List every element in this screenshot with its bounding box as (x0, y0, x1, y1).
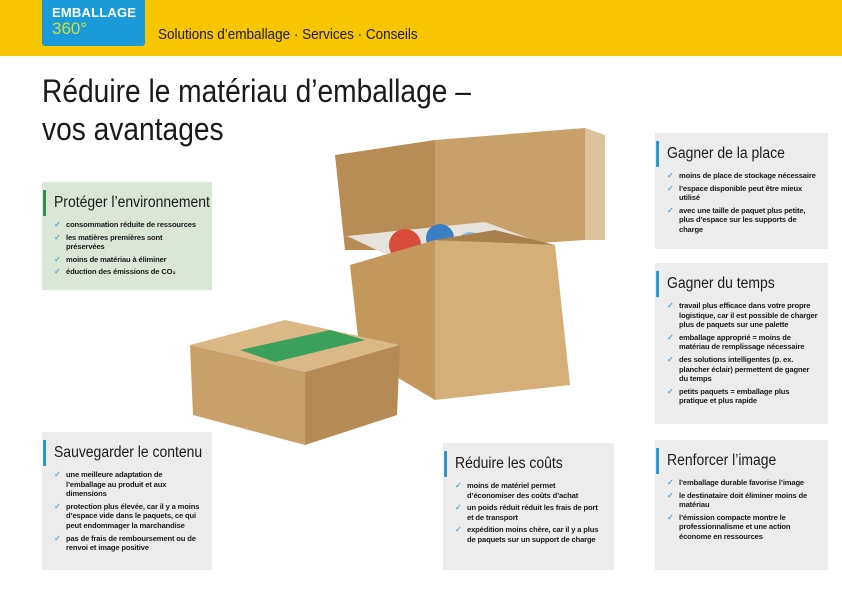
list-item: ✓ moins de matériel permet d’économiser d… (455, 481, 604, 500)
item-text: moins de matériau à éliminer (66, 254, 167, 264)
list-item: ✓ moins de matériau à éliminer (54, 255, 202, 265)
tagline: Solutions d’emballage · Services · Conse… (158, 26, 418, 43)
check-icon: ✓ (667, 478, 674, 487)
box-title: Protéger l’environnement (43, 190, 210, 216)
list-item: ✓ avec une taille de paquet plus petite, … (667, 206, 818, 235)
box-reduire-couts: Réduire les coûts ✓ moins de matériel per… (443, 443, 614, 570)
list-item: ✓ emballage approprié = moins de matériau… (667, 333, 818, 352)
check-icon: ✓ (54, 220, 61, 229)
check-icon: ✓ (667, 301, 674, 310)
list-item: ✓ le destinataire doit éliminer moins de … (667, 491, 818, 510)
list-item: ✓ travail plus efficace dans votre propre… (667, 301, 818, 330)
item-text: travail plus efficace dans votre propre … (679, 301, 818, 330)
list-item: ✓ l’émission compacte montre le professio… (667, 513, 818, 542)
box-title: Sauvegarder le contenu (43, 440, 203, 466)
box-title: Gagner de la place (656, 141, 803, 167)
check-icon: ✓ (455, 503, 462, 513)
logo: EMBALLAGE 360° (42, 0, 145, 46)
item-text: emballage approprié = moins de matériau … (679, 332, 805, 352)
header-bar: EMBALLAGE 360° Solutions d’emballage · S… (0, 0, 842, 56)
check-icon: ✓ (667, 171, 674, 180)
item-text: une meilleure adaptation de l’emballage … (66, 470, 167, 499)
check-icon: ✓ (54, 470, 61, 479)
box-renforcer-image: Renforcer l’image ✓ l’emballage durable f… (655, 440, 828, 570)
item-text: les matières premières sont préservées (66, 232, 163, 252)
check-icon: ✓ (455, 525, 462, 535)
check-icon: ✓ (667, 205, 674, 215)
box-sauvegarder-contenu: Sauvegarder le contenu ✓ une meilleure ad… (42, 432, 212, 570)
list-item: ✓ petits paquets = emballage plus pratiqu… (667, 387, 818, 406)
item-text: moins de place de stockage nécessaire (679, 171, 816, 180)
item-text: l’espace disponible peut être mieux util… (679, 183, 803, 203)
list-item: ✓ moins de place de stockage nécessaire (667, 171, 818, 181)
title-line-1: Réduire le matériau d’emballage – (42, 73, 471, 109)
check-icon: ✓ (667, 183, 674, 193)
box-title: Renforcer l’image (656, 448, 803, 474)
list-item: ✓ protection plus élevée, car il y a moin… (54, 502, 202, 531)
check-icon: ✓ (667, 332, 674, 342)
check-icon: ✓ (667, 512, 674, 522)
box-gagner-temps: Gagner du temps ✓ travail plus efficace d… (655, 263, 828, 424)
check-icon: ✓ (54, 232, 61, 242)
title-line-2: vos avantages (42, 111, 224, 147)
list-item: ✓ pas de frais de remboursement ou de ren… (54, 534, 202, 553)
cardboard-boxes-illustration (190, 128, 605, 445)
logo-text: EMBALLAGE (52, 5, 137, 20)
check-icon: ✓ (667, 490, 674, 500)
item-text: avec une taille de paquet plus petite, p… (679, 205, 806, 234)
list-item: ✓ des solutions intelligentes (p. ex. pla… (667, 355, 818, 384)
list-item: ✓ expédition moins chère, car il y a plus… (455, 525, 604, 544)
item-text: pas de frais de remboursement ou de renv… (66, 533, 196, 553)
check-icon: ✓ (455, 481, 462, 490)
item-text: éduction des émissions de CO₂ (66, 267, 176, 277)
list-item: ✓ les matières premières sont préservées (54, 233, 202, 252)
box-gagner-place: Gagner de la place ✓ moins de place de st… (655, 133, 828, 249)
check-icon: ✓ (54, 501, 61, 511)
item-text: l’émission compacte montre le profession… (679, 512, 791, 541)
logo-number: 360° (52, 19, 88, 38)
item-text: des solutions intelligentes (p. ex. plan… (679, 354, 810, 384)
item-text: l’emballage durable favorise l’image (679, 478, 805, 487)
list-item: ✓ l’emballage durable favorise l’image (667, 478, 818, 488)
check-icon: ✓ (54, 533, 61, 543)
item-text: le destinataire doit éliminer moins de m… (679, 490, 808, 510)
item-text: un poids réduit réduit les frais de port… (467, 503, 598, 522)
list-item: ✓ l’espace disponible peut être mieux uti… (667, 184, 818, 203)
check-icon: ✓ (54, 267, 61, 277)
box-title: Réduire les coûts (444, 451, 589, 477)
list-item: ✓ éduction des émissions de CO₂ (54, 267, 202, 277)
item-text: consommation réduite de ressources (66, 220, 196, 229)
list-item: ✓ un poids réduit réduit les frais de por… (455, 503, 604, 522)
page-title: Réduire le matériau d’emballage – vos av… (42, 72, 471, 148)
item-text: moins de matériel permet d’économiser de… (467, 481, 579, 500)
box-title: Gagner du temps (656, 271, 803, 297)
check-icon: ✓ (667, 354, 674, 364)
list-item: ✓ consommation réduite de ressources (54, 220, 202, 230)
item-text: protection plus élevée, car il y a moins… (66, 501, 200, 530)
check-icon: ✓ (54, 254, 61, 264)
item-text: petits paquets = emballage plus pratique… (679, 386, 790, 406)
list-item: ✓ une meilleure adaptation de l’emballage… (54, 470, 202, 499)
item-text: expédition moins chère, car il y a plus … (467, 525, 599, 544)
check-icon: ✓ (667, 386, 674, 396)
box-proteger-environnement: Protéger l’environnement ✓ consommation r… (42, 182, 212, 290)
